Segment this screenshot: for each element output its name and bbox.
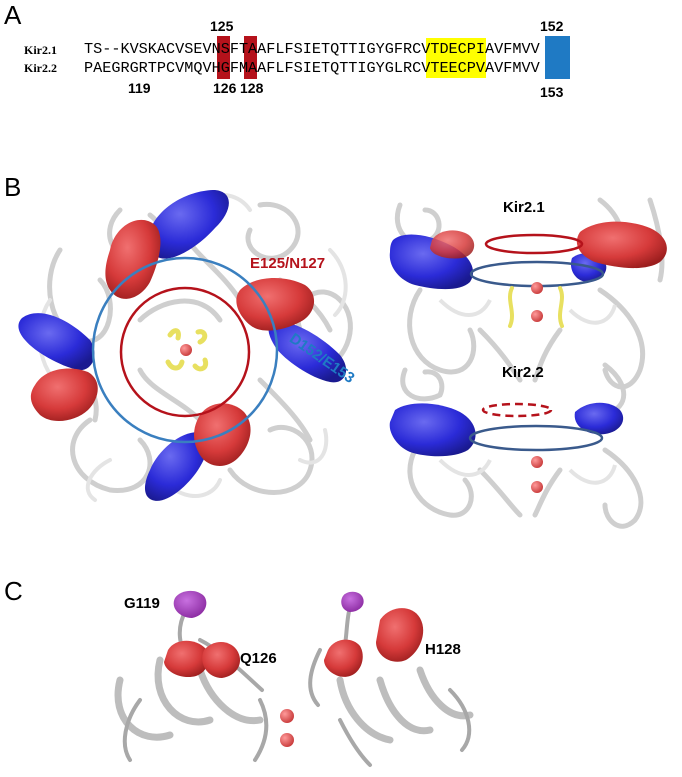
red-surface-h128-right-2 — [376, 608, 424, 662]
title-kir22-side-view: Kir2.2 — [502, 364, 544, 381]
blue-ring-top-view — [91, 256, 279, 444]
panel-label-a: A — [4, 0, 22, 30]
ion-kir21-upper — [531, 282, 543, 294]
highlight-de-ee — [545, 36, 570, 79]
blue-surface-kir22-right — [574, 402, 624, 435]
label-q126: Q126 — [240, 650, 277, 667]
residue-number-128: 128 — [240, 80, 264, 96]
residue-number-119: 119 — [128, 80, 151, 96]
residue-number-153: 153 — [540, 84, 564, 100]
selectivity-filter-kir21 — [508, 286, 564, 328]
protein-cartoon-kir22-side-light — [438, 458, 617, 485]
seq-row-kir22: PAEGRGRTPCVMQVHGFMAAFLFSIETQTTIGYGLRCVTE… — [84, 59, 540, 77]
residue-number-152: 152 — [540, 18, 564, 34]
seq-name-kir22: Kir2.2 — [24, 61, 57, 75]
red-ring-kir21 — [484, 233, 584, 255]
red-surface-q126-left — [164, 640, 209, 678]
blue-ring-kir22 — [468, 424, 604, 452]
title-kir21-side-view: Kir2.1 — [503, 199, 545, 216]
red-ring-top-view — [119, 286, 251, 418]
red-surface-kir21-left — [430, 230, 475, 259]
label-h128: H128 — [425, 641, 461, 658]
ion-top-view — [180, 344, 192, 356]
label-e125-n127: E125/N127 — [250, 255, 326, 272]
ion-panel-c-lower — [280, 733, 294, 747]
residue-number-125: 125 — [210, 18, 234, 34]
seq-name-kir21: Kir2.1 — [24, 43, 57, 57]
red-surface-q126-left-2 — [202, 641, 241, 678]
ion-kir22-lower — [531, 481, 543, 493]
ion-kir22-upper — [531, 456, 543, 468]
protein-cartoon-kir22-side — [400, 362, 644, 529]
blue-residue-surfaces-top — [18, 190, 347, 501]
ion-panel-c-upper — [280, 709, 294, 723]
panel-label-b: B — [4, 172, 22, 202]
ion-kir21-lower — [531, 310, 543, 322]
seq-row-kir21: TS--KVSKACVSEVNSFTAAFLFSIETQTTIGYGFRCVTD… — [84, 40, 540, 58]
purple-surface-g119-right — [341, 591, 364, 612]
highlight-tigyg — [426, 38, 486, 78]
protein-cartoon-kir21-side-light — [438, 298, 617, 325]
red-surface-kir21-right — [576, 221, 667, 269]
blue-surface-kir22-left — [389, 403, 476, 457]
purple-surface-g119-left — [173, 590, 207, 618]
highlight-n127 — [244, 36, 257, 79]
highlight-e125 — [217, 36, 230, 79]
selectivity-filter-top — [165, 328, 209, 372]
protein-cartoon-panel-c — [114, 656, 474, 744]
red-dashed-ring-kir22 — [481, 402, 553, 418]
residue-number-126: 126 — [213, 80, 237, 96]
label-g119: G119 — [124, 595, 160, 612]
red-surface-h128-right — [324, 639, 363, 677]
panel-label-c: C — [4, 576, 23, 606]
